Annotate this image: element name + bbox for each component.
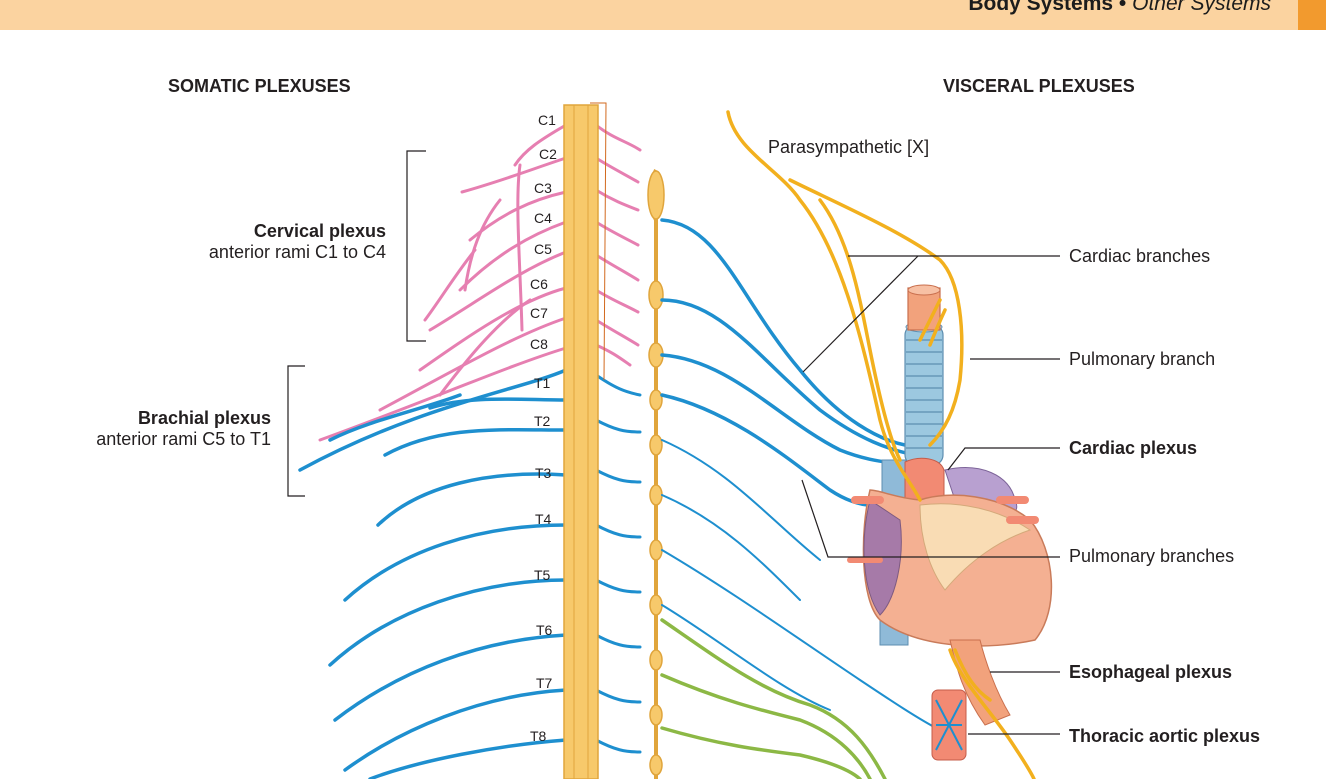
header-section: Body Systems xyxy=(968,0,1114,15)
cervical-nerves xyxy=(318,123,642,442)
segment-label: T4 xyxy=(535,511,552,527)
splanchnic-nerves xyxy=(660,618,887,779)
segment-label: T3 xyxy=(535,465,552,481)
pulmonary-visceral-nerves xyxy=(661,439,941,731)
segment-label: C7 xyxy=(530,305,548,321)
brachial-plexus-subtitle: anterior rami C5 to T1 xyxy=(96,429,271,449)
vagus-nerve xyxy=(726,110,1036,779)
header-separator: • xyxy=(1118,0,1127,15)
pulmonary-branch-label: Pulmonary branch xyxy=(1069,349,1216,369)
sympathetic-trunk xyxy=(647,169,665,779)
trachea xyxy=(904,321,944,466)
somatic-heading: SOMATIC PLEXUSES xyxy=(168,76,351,96)
segment-label: T8 xyxy=(530,728,547,744)
header-accent-tab xyxy=(1298,0,1326,30)
running-header: Body Systems • Other Systems xyxy=(968,0,1271,16)
segment-label: T5 xyxy=(534,567,551,583)
cardiac-plexus-label: Cardiac plexus xyxy=(1069,438,1198,458)
esophagus-lower xyxy=(931,639,1011,761)
visceral-heading: VISCERAL PLEXUSES xyxy=(943,76,1135,96)
segment-label: C2 xyxy=(539,146,557,162)
segment-label: C3 xyxy=(534,180,552,196)
segment-label: C6 xyxy=(530,276,548,292)
header-bar xyxy=(0,0,1326,30)
header-subsection: Other Systems xyxy=(1132,0,1271,15)
segment-label: C5 xyxy=(534,241,552,257)
spinal-cord xyxy=(563,102,607,779)
segment-label: C4 xyxy=(534,210,552,226)
leader-lines xyxy=(287,150,1060,735)
brachial-plexus-title: Brachial plexus xyxy=(137,408,271,428)
segment-label: T1 xyxy=(534,375,551,391)
esophagus-upper xyxy=(907,284,941,331)
thoracic-aortic-plexus-label: Thoracic aortic plexus xyxy=(1069,726,1261,746)
cervical-plexus-subtitle: anterior rami C1 to C4 xyxy=(208,242,386,262)
segment-label: T2 xyxy=(534,413,551,429)
heart xyxy=(847,457,1053,647)
esophageal-plexus-label: Esophageal plexus xyxy=(1069,662,1233,682)
cervical-plexus-title: Cervical plexus xyxy=(253,221,386,241)
parasympathetic-label: Parasympathetic [X] xyxy=(768,137,930,157)
thoracic-nerves-right xyxy=(594,373,642,754)
pulmonary-branches-label: Pulmonary branches xyxy=(1069,546,1235,566)
segment-label: T6 xyxy=(536,622,553,638)
segment-label: C1 xyxy=(538,112,556,128)
segment-label: C8 xyxy=(530,336,548,352)
segment-label: T7 xyxy=(536,675,553,691)
cardiac-sympathetic-nerves xyxy=(660,218,917,507)
cardiac-branches-label: Cardiac branches xyxy=(1069,246,1211,266)
thoracic-nerves-left xyxy=(298,368,568,779)
